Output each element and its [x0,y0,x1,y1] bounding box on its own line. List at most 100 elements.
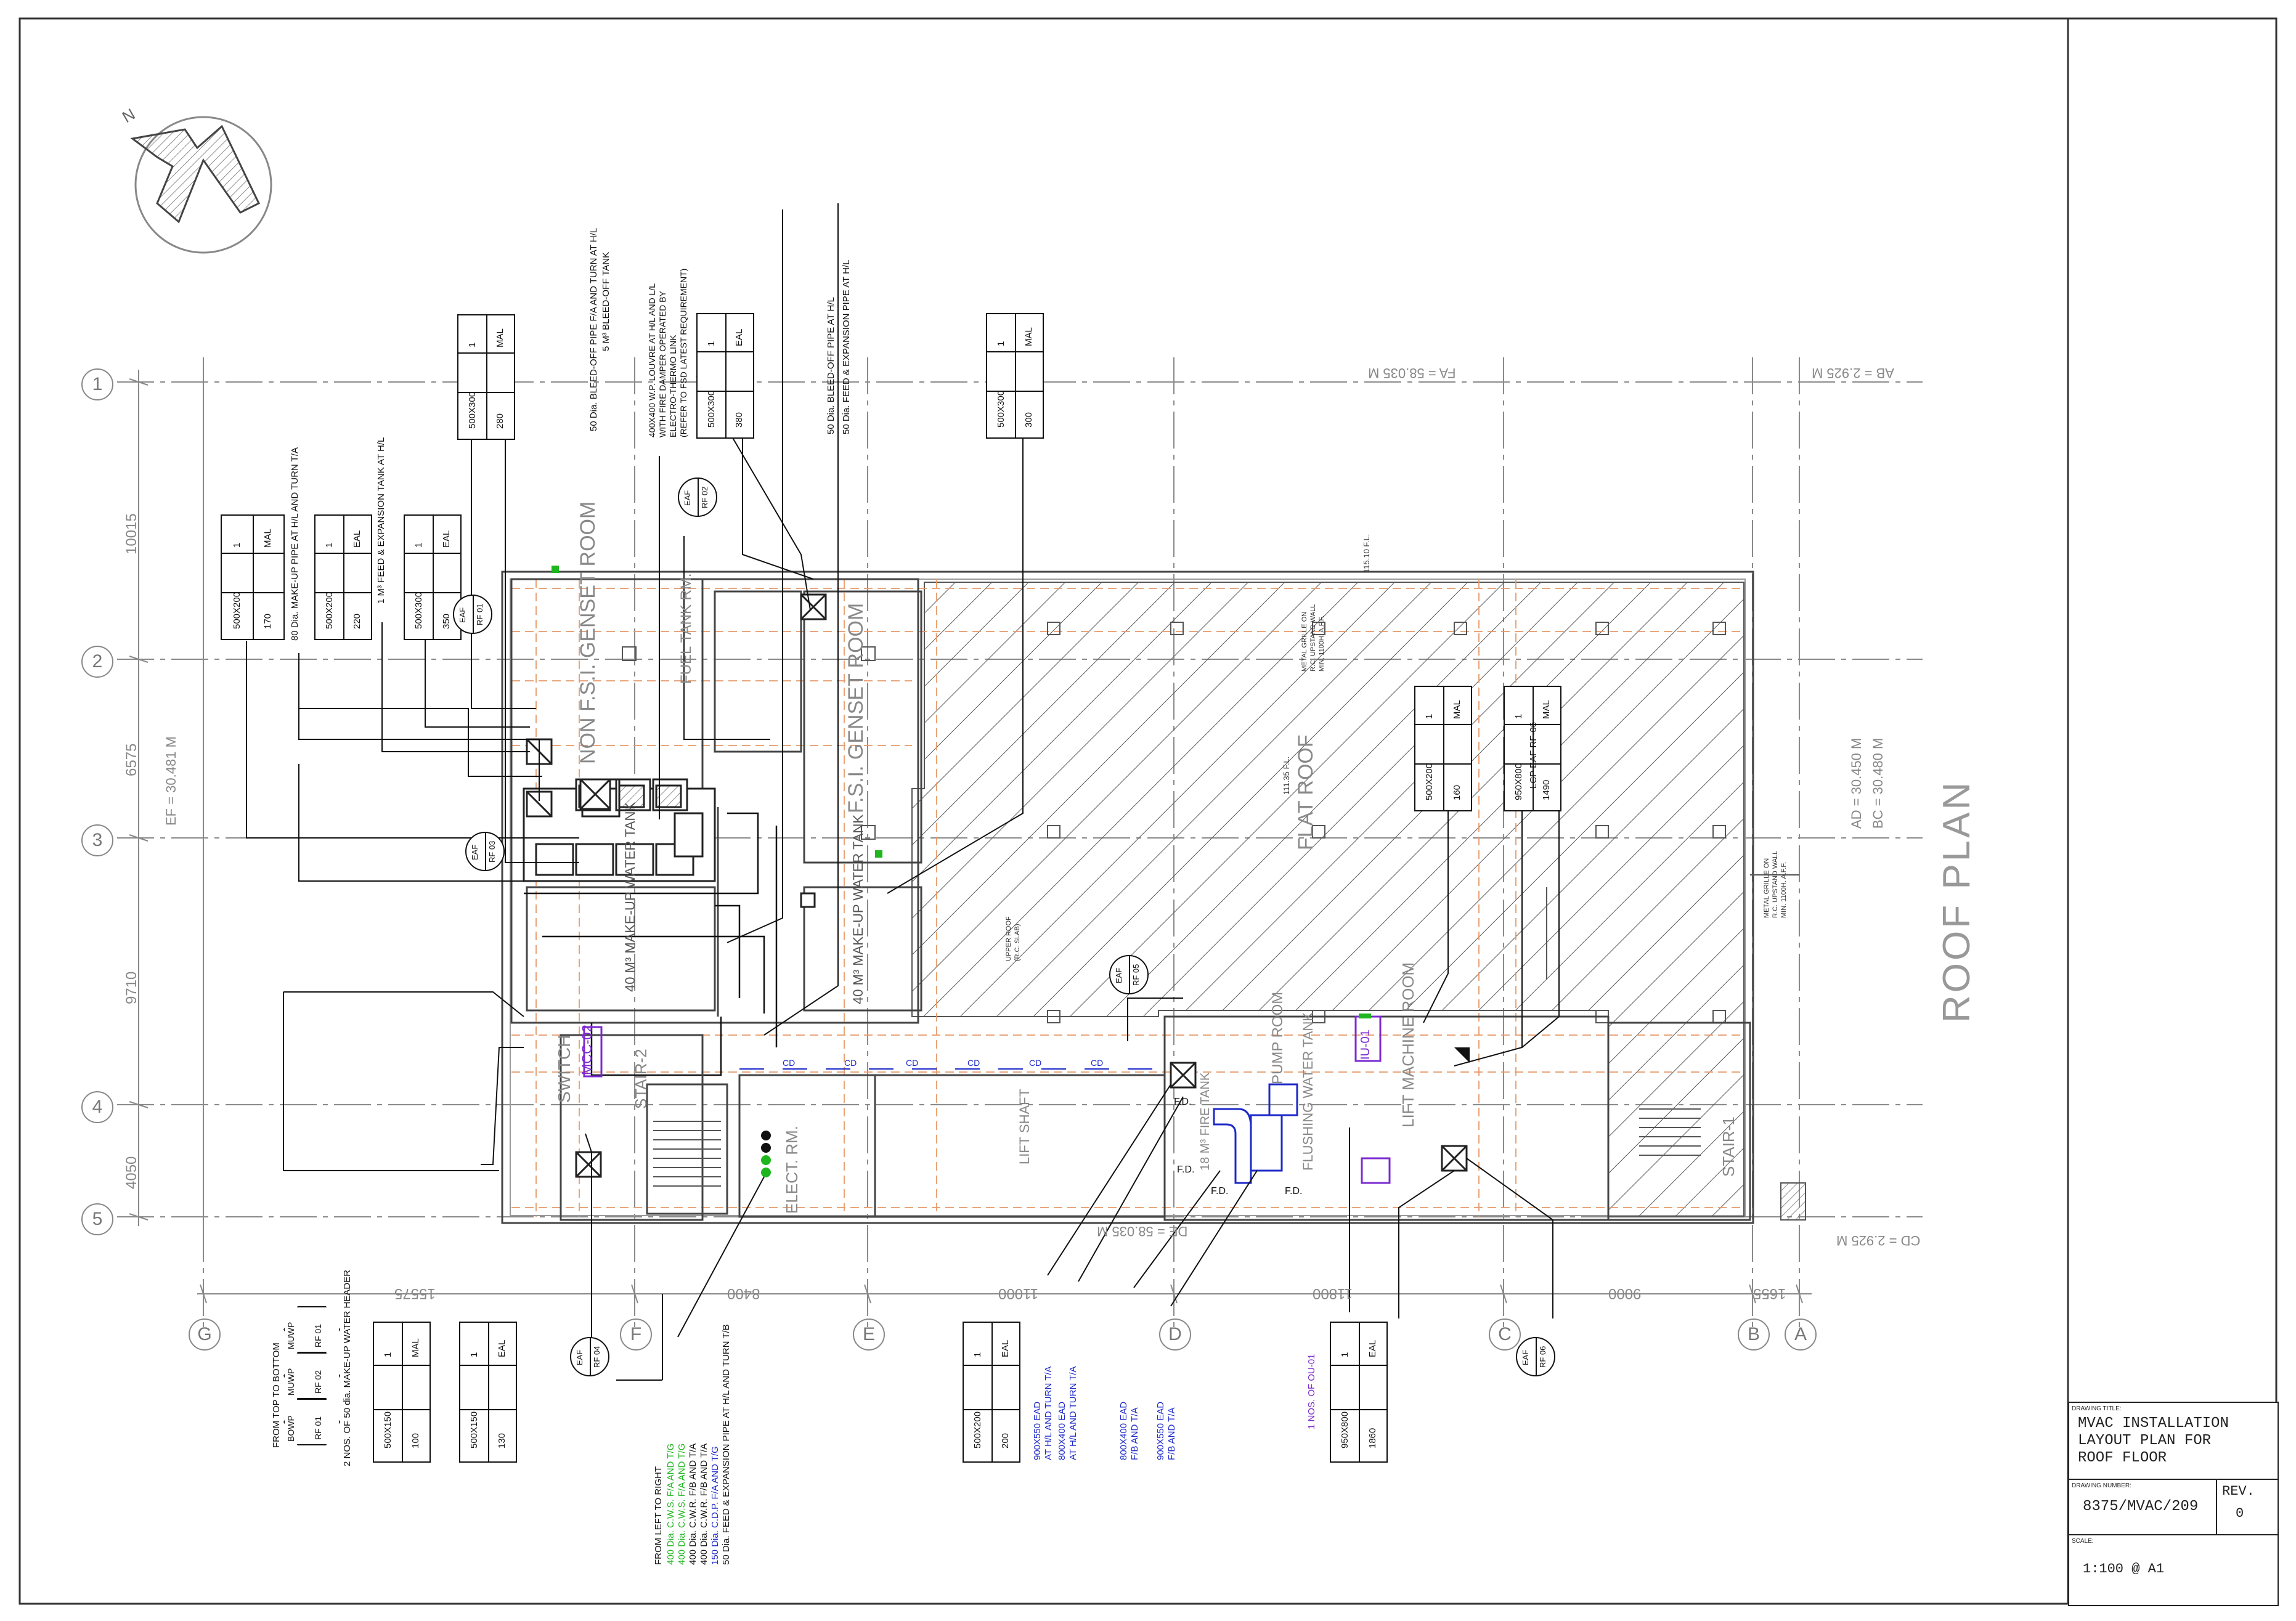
schedule-size: 950X800 [1339,1412,1350,1449]
schedule-flow: 1860 [1367,1428,1378,1449]
schedule-size: 950X800 [1513,763,1524,800]
level-ef: EF = 30.481 M [163,736,179,826]
tag-type: EAF [1114,967,1123,983]
schedule-qty: 1 [324,542,335,548]
svg-text:CD: CD [967,1058,980,1068]
schedule-type: MAL [1451,700,1462,719]
dim-row-4-5: 4050 [123,1156,140,1189]
schedule-type: EAL [351,530,362,548]
note-feed-expansion-tank: 1 M³ FEED & EXPANSION TANK AT H/L [376,437,386,604]
grid-bubble-col-e: E [853,1318,885,1351]
pipework [524,812,778,1076]
schedule-type: MAL [410,1338,421,1357]
schedule-type: EAL [441,530,452,548]
schedule-flow: 350 [441,613,452,629]
black-markers [761,1047,1470,1153]
note-makeup-pipe: 80 Dia. MAKE-UP PIPE AT H/L AND TURN T/A [290,447,300,641]
green-markers [552,566,1371,1177]
schedule-flow: 130 [496,1433,507,1449]
schedule-size: 500X300 [413,591,424,629]
schedule-size: 500X300 [995,390,1006,428]
scale-value: 1:100 @ A1 [2083,1561,2165,1577]
pipe-note: 150 Dia. C.D.P. F/A AND T/G [710,1446,720,1565]
room-flat-roof: FLAT ROOF [1294,734,1317,850]
room-make-up-tank-1: 40 M³ MAKE-UP WATER TANK [622,802,638,992]
schedule-table-eal-350: 500X300 1 EAL 350 [404,514,462,640]
schedule-type: MAL [263,529,273,548]
note-ou-01: 1 NOS. OF OU-01 [1306,1354,1317,1429]
svg-text:N: N [119,105,138,126]
tag-eaf-rf04: EAF RF 04 [570,1337,609,1376]
mcc-02-label: MCC-02 [579,1025,595,1075]
drawing-number-label: DRAWING NUMBER: [2072,1482,2131,1489]
exhaust-ducts [1213,1083,1391,1184]
dimension-lines [129,370,1812,1304]
schedule-type: EAL [733,328,744,346]
fd-label-3: F.D. [1211,1186,1229,1196]
pipe-note: 400 Dia. C.W.S. F/A AND T/G [666,1443,676,1565]
room-non-fsi-genset: NON F.S.I. GENSET ROOM [576,501,600,764]
tag-type: EAF [458,607,467,623]
grid-bubble-row-1: 1 [81,368,113,400]
dim-col-d-c: 11800 [1313,1285,1353,1302]
schedule-type: EAL [1367,1339,1378,1357]
dim-row-3-4: 9710 [123,971,140,1004]
schedule-size: 500X200 [972,1412,983,1449]
upstand-wall [1546,874,1806,1221]
tag-type: EAF [470,844,479,860]
tag-id: RF 01 [475,603,484,625]
schedule-qty: 1 [1423,713,1435,719]
building-outline [501,571,1754,1224]
fd-label-1: F.D. [1174,1097,1192,1107]
room-lift-machine: LIFT MACHINE ROOM [1399,962,1417,1127]
svg-text:CD: CD [1091,1058,1103,1068]
leader-lines [246,203,1560,1381]
note-feed-expansion-pipe: 50 Dia. FEED & EXPANSION PIPE AT H/L [841,259,852,434]
grid-bubble-col-a: A [1785,1318,1817,1351]
header-hex-frame [283,1399,340,1445]
schedule-flow: 100 [410,1433,421,1449]
schedule-size: 500X200 [324,591,335,629]
tag-type: EAF [575,1349,584,1365]
grid-bubble-row-4: 4 [81,1091,113,1123]
title-block-revision: REV. 0 [2216,1479,2279,1537]
level-fa: FA = 58.035 M [1368,365,1456,381]
schedule-size: 500X300 [706,390,717,428]
schedule-flow: 300 [1023,412,1034,428]
north-arrow-icon: N [119,105,272,254]
grid-bubble-col-b: B [1738,1318,1770,1351]
level-cd: CD = 2.925 M [1836,1233,1921,1248]
schedule-size: 500X150 [382,1412,393,1449]
condensate-drain-line: CD CD CD CD CD CD [739,1058,1171,1070]
schedule-qty: 1 [468,1352,479,1357]
genset-room-walls [510,578,922,1024]
tag-id: RF 04 [592,1346,601,1368]
title-block-scale: SCALE: 1:100 @ A1 [2068,1534,2279,1606]
drawing-title-label: DRAWING TITLE: [2072,1405,2122,1412]
room-switch: SWITCH [555,1034,574,1103]
level-de: DE = 58.035 M [1097,1224,1188,1239]
schedule-size: 500X200 [1423,763,1435,800]
note-lcp: LCP EAF RF-06 [1528,721,1539,789]
note-from-top-to-bottom: FROM TOP TO BOTTOM [271,1343,282,1448]
room-flushing-tank: FLUSHING WATER TANK [1300,1012,1316,1171]
schedule-qty: 1 [413,542,424,548]
schedule-size: 500X150 [468,1412,479,1449]
grid-bubble-row-5: 5 [81,1203,113,1235]
sheet-border [18,17,2278,1605]
